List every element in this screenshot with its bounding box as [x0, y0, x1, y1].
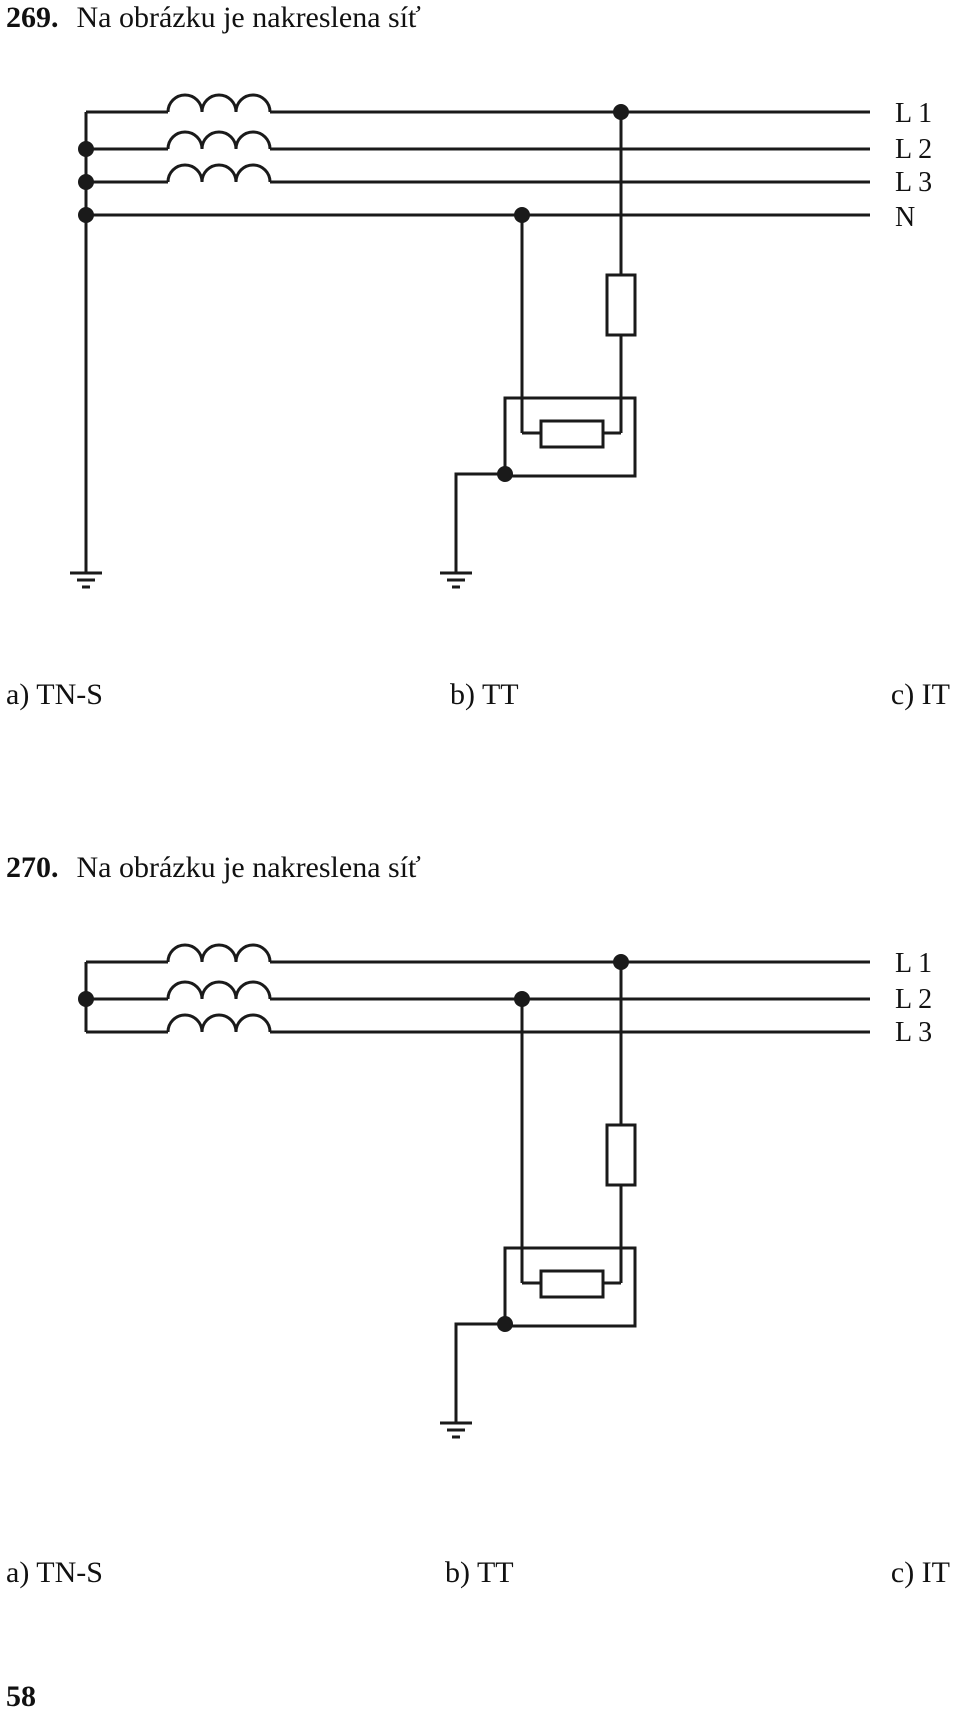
question-number: 269.: [6, 1, 59, 34]
appliance-housing: [503, 1246, 637, 1328]
wire-l1: [86, 943, 870, 964]
earth-symbol-icon: [70, 571, 102, 589]
option-a[interactable]: a) TN-S: [6, 678, 103, 711]
wire-label: L 3: [895, 1017, 932, 1048]
option-c[interactable]: c) IT: [890, 1556, 950, 1589]
option-b[interactable]: b) TT: [445, 1556, 514, 1589]
option-a[interactable]: a) TN-S: [6, 1556, 103, 1589]
earth-symbol-icon: [440, 571, 472, 589]
wire-label: L 3: [895, 167, 932, 198]
wire-label: L 2: [895, 134, 932, 165]
page-number: 58: [6, 1680, 36, 1713]
coil-icon: [166, 93, 272, 113]
wire-label: L 2: [895, 984, 932, 1015]
load-resistor-icon: [539, 1269, 605, 1299]
fuse-icon: [605, 273, 637, 337]
wire-label: N: [895, 202, 915, 233]
junction-dot: [78, 141, 94, 157]
wire-label: L 1: [895, 98, 932, 129]
earth-symbol-icon: [440, 1421, 472, 1439]
question-270: 270. Na obrázku je nakreslena síť: [0, 850, 960, 1610]
wire-l1: [86, 93, 870, 114]
load-resistor-icon: [539, 419, 605, 449]
coil-icon: [166, 130, 272, 150]
question-number: 270.: [6, 851, 59, 884]
wire-l2: [86, 980, 870, 1001]
coil-icon: [166, 980, 272, 1000]
question-title: 270. Na obrázku je nakreslena síť: [6, 850, 421, 886]
junction-dot: [78, 207, 94, 223]
coil-icon: [166, 1013, 272, 1033]
junction-dot: [78, 991, 94, 1007]
wire-label: L 1: [895, 948, 932, 979]
question-269: 269. Na obrázku je nakreslena síť: [0, 0, 960, 760]
wire-l3: [86, 1013, 870, 1034]
answer-options: a) TN-S b) TT c) IT: [0, 1556, 960, 1596]
question-title: 269. Na obrázku je nakreslena síť: [6, 0, 421, 36]
appliance-housing: [503, 396, 637, 478]
answer-options: a) TN-S b) TT c) IT: [0, 678, 960, 718]
question-text: Na obrázku je nakreslena síť: [76, 851, 421, 884]
coil-icon: [166, 943, 272, 963]
pe-line: [454, 472, 505, 573]
fuse-icon: [605, 1123, 637, 1187]
network-diagram-269: L 1 L 2 L 3 N: [70, 93, 932, 589]
question-text: Na obrázku je nakreslena síť: [76, 1, 421, 34]
pe-line: [454, 1322, 505, 1423]
coil-icon: [166, 163, 272, 183]
network-diagram-270: L 1 L 2 L 3: [78, 943, 932, 1439]
junction-dot: [78, 174, 94, 190]
option-c[interactable]: c) IT: [890, 678, 950, 711]
wire-l2: [86, 130, 870, 151]
option-b[interactable]: b) TT: [450, 678, 519, 711]
wire-l3: [86, 163, 870, 184]
